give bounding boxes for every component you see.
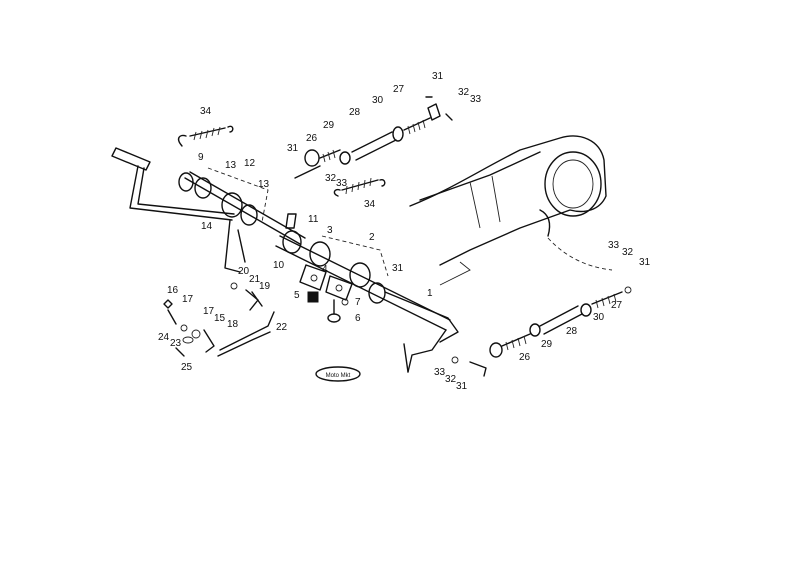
callout-23: 23 <box>170 338 182 349</box>
callout-20: 20 <box>238 266 250 277</box>
callout-12: 12 <box>244 158 256 169</box>
callout-28: 28 <box>566 326 578 337</box>
pedal-shaft-assembly <box>178 167 306 273</box>
callout-9: 9 <box>198 152 204 163</box>
callout-33: 33 <box>434 367 446 378</box>
callout-4: 4 <box>322 264 328 275</box>
callout-27: 27 <box>393 84 405 95</box>
callout-17: 17 <box>182 294 194 305</box>
callout-32: 32 <box>325 173 337 184</box>
lower-adjuster-rod <box>451 286 632 377</box>
callout-27: 27 <box>611 300 623 311</box>
transaxle-housing <box>409 135 613 286</box>
clip-11 <box>285 213 297 229</box>
callout-33: 33 <box>608 240 620 251</box>
callout-32: 32 <box>622 247 634 258</box>
callout-29: 29 <box>541 339 553 350</box>
callout-10: 10 <box>273 260 285 271</box>
callout-19: 19 <box>259 281 271 292</box>
bolts <box>307 291 349 323</box>
callout-33: 33 <box>470 94 482 105</box>
callout-17: 17 <box>203 306 215 317</box>
mounting-brackets <box>299 264 353 301</box>
callout-32: 32 <box>445 374 457 385</box>
callout-26: 26 <box>306 133 318 144</box>
lower-left-linkage <box>163 282 275 357</box>
callout-3: 3 <box>327 225 333 236</box>
callout-2: 2 <box>369 232 375 243</box>
callout-26: 26 <box>519 352 531 363</box>
callout-31: 31 <box>287 143 299 154</box>
callout-16: 16 <box>167 285 179 296</box>
upper-adjuster-rod <box>294 96 453 179</box>
callout-7: 7 <box>355 297 361 308</box>
callout-28: 28 <box>349 107 361 118</box>
callout-31: 31 <box>639 257 651 268</box>
callout-34: 34 <box>364 199 376 210</box>
callout-24: 24 <box>158 332 170 343</box>
callout-33: 33 <box>336 178 348 189</box>
spring-34-upper <box>177 125 234 147</box>
callout-21: 21 <box>249 274 261 285</box>
callout-13: 13 <box>258 179 270 190</box>
callout-11: 11 <box>308 214 319 225</box>
manufacturer-emblem: Moto Mkt <box>315 366 361 382</box>
callout-30: 30 <box>372 95 384 106</box>
callout-18: 18 <box>227 319 239 330</box>
callout-31: 31 <box>392 263 404 274</box>
callout-1: 1 <box>427 288 433 299</box>
callout-34: 34 <box>200 106 212 117</box>
callout-25: 25 <box>181 362 193 373</box>
brake-pedal <box>111 147 235 221</box>
callout-14: 14 <box>201 221 213 232</box>
cross-shaft <box>275 230 459 373</box>
callout-13: 13 <box>225 160 237 171</box>
callout-5: 5 <box>294 290 300 301</box>
callout-29: 29 <box>323 120 335 131</box>
callout-31: 31 <box>456 381 468 392</box>
callout-15: 15 <box>214 313 226 324</box>
callout-31: 31 <box>432 71 444 82</box>
callout-6: 6 <box>355 313 361 324</box>
callout-30: 30 <box>593 312 605 323</box>
callout-22: 22 <box>276 322 288 333</box>
spring-34-middle <box>333 177 386 197</box>
callout-32: 32 <box>458 87 470 98</box>
emblem-text: Moto Mkt <box>326 373 351 379</box>
